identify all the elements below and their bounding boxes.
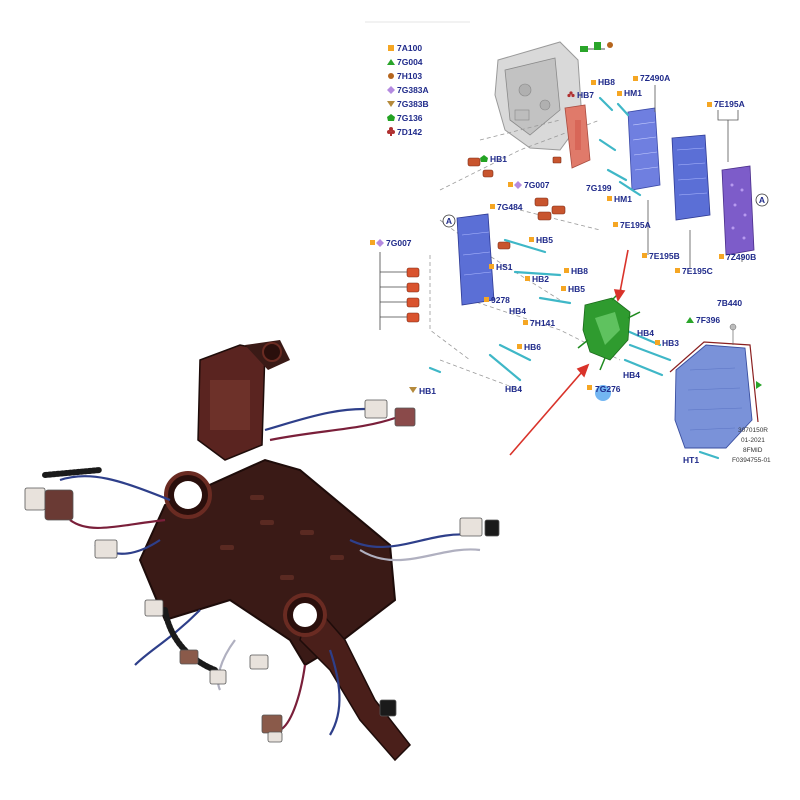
legend: 7A100 7G004 7H103 7G383A 7G383B 7G136 7D… (387, 43, 429, 137)
harness-7g276-highlight (577, 289, 641, 371)
upper-valve-body (627, 107, 661, 191)
callout: 7Z490A (640, 73, 670, 83)
callout: 7E195B (649, 251, 680, 261)
square-icon (388, 45, 394, 51)
triangle-icon (387, 59, 395, 65)
valve-plate-7z490b (721, 165, 755, 256)
bracket-lines (647, 85, 743, 268)
callout: 9278 (491, 295, 510, 305)
callout: HM1 (614, 194, 632, 204)
callout: HS1 (496, 262, 513, 272)
pentagon-icon (387, 114, 395, 121)
solenoid-stack (379, 252, 420, 330)
callout: 7H141 (530, 318, 555, 328)
legend-label: 7A100 (397, 43, 422, 53)
solenoids-top (467, 156, 566, 250)
callout: HB4 (623, 370, 640, 380)
callout: 7E195A (714, 99, 745, 109)
callout: HB6 (524, 342, 541, 352)
reference-markers: A A (442, 193, 769, 228)
callout: HB4 (509, 306, 526, 316)
callout: 7E195A (620, 220, 651, 230)
oil-pan-module (669, 323, 762, 449)
marker-label: A (446, 216, 452, 226)
figure-code: 01-2021 (741, 437, 765, 444)
callout: 7G007 (386, 238, 412, 248)
callout: 7Z490B (726, 252, 756, 262)
wiring-harness-photo (24, 340, 500, 762)
callout: HM1 (624, 88, 642, 98)
callout: HB8 (598, 77, 615, 87)
circle-a-icon (755, 193, 769, 207)
callout: HB3 (662, 338, 679, 348)
transmission-case (494, 41, 583, 151)
triangle-down-icon (387, 101, 395, 107)
callout: 7F396 (696, 315, 720, 325)
legend-label: 7G004 (397, 57, 423, 67)
callout: HB5 (536, 235, 553, 245)
callout: HB1 (419, 386, 436, 396)
figure-code: 3070150R (738, 427, 768, 434)
callout: HB7 (577, 90, 594, 100)
top-connectors (580, 42, 613, 52)
legend-label: 7G136 (397, 113, 423, 123)
callout: HB5 (568, 284, 585, 294)
pointer-arrows (509, 249, 629, 456)
legend-label: 7G383B (397, 99, 429, 109)
separator-plate (564, 104, 591, 169)
legend-label: 7H103 (397, 71, 422, 81)
callout: HT1 (683, 455, 699, 465)
circle-a-icon (442, 214, 456, 228)
club-icon (387, 127, 395, 136)
callout: HB4 (505, 384, 522, 394)
callout: 7G007 (524, 180, 550, 190)
figure-code: F0394755-01 (732, 457, 771, 464)
left-valve-body (456, 213, 495, 306)
bolts (428, 96, 720, 460)
callout: HB2 (532, 274, 549, 284)
callout: HB8 (571, 266, 588, 276)
circle-icon (388, 73, 394, 79)
legend-label: 7G383A (397, 85, 429, 95)
main-valve-body (671, 134, 711, 221)
callout-labels: HB8 HB7 HM1 7Z490A 7E195A HB1 7G007 7G19… (370, 73, 756, 465)
callout: HB1 (490, 154, 507, 164)
marker-label: A (759, 195, 765, 205)
legend-label: 7D142 (397, 127, 422, 137)
pointer-dot (595, 385, 611, 401)
callout: 7G276 (595, 384, 621, 394)
callout: 7G199 (586, 183, 612, 193)
callout: 7G484 (497, 202, 523, 212)
callout: HB4 (637, 328, 654, 338)
diamond-icon (387, 86, 395, 94)
figure-code: 8FMID (743, 447, 763, 454)
callout: 7E195C (682, 266, 713, 276)
callout: 7B440 (717, 298, 742, 308)
figure-codes: 3070150R 01-2021 8FMID F0394755-01 (732, 427, 771, 464)
